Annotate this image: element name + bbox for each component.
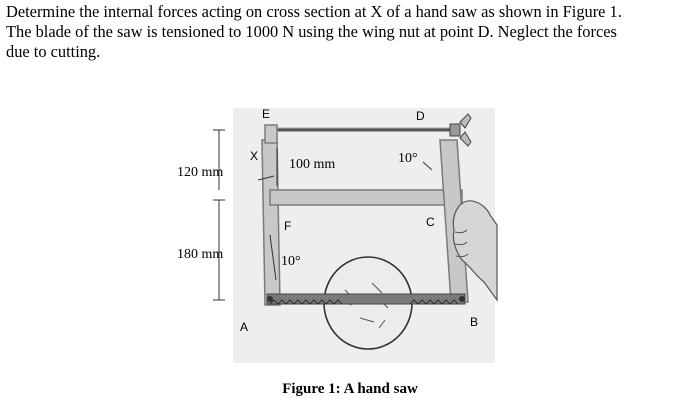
hand — [452, 200, 498, 302]
problem-line-2: The blade of the saw is tensioned to 100… — [6, 22, 617, 41]
label-e: E — [262, 107, 270, 121]
problem-statement: Determine the internal forces acting on … — [6, 2, 698, 62]
label-f: F — [284, 219, 291, 233]
label-d: D — [416, 109, 425, 123]
wing-nut — [449, 113, 472, 147]
dimension-180-mm: 180 mm — [177, 247, 223, 262]
label-x: X — [250, 149, 258, 163]
blade-teeth — [269, 299, 459, 305]
problem-line-1: Determine the internal forces acting on … — [6, 2, 622, 21]
dimension-lines — [213, 129, 433, 301]
label-a: A — [240, 320, 248, 334]
problem-line-3: due to cutting. — [6, 42, 101, 61]
pin-b — [459, 296, 465, 302]
pin-a — [267, 296, 273, 302]
angle-top: 10° — [398, 151, 418, 166]
finger-lines — [454, 229, 469, 258]
dimension-120-mm: 120 mm — [177, 165, 223, 180]
hand-saw-figure: E D X C F A B 120 mm 180 mm 100 mm 10° 1… — [177, 107, 498, 363]
label-b: B — [470, 315, 478, 329]
label-c: C — [426, 215, 435, 229]
dimension-100-mm: 100 mm — [289, 157, 335, 172]
figure-caption: Figure 1: A hand saw — [282, 381, 418, 397]
angle-bottom: 10° — [281, 254, 301, 269]
